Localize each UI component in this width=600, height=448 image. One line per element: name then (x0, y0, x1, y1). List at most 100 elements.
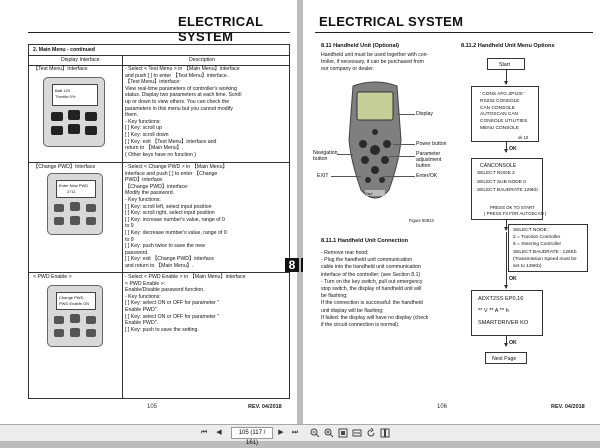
text-line: AUTOSCAN CAN (480, 112, 519, 118)
text-line: status. Display two parameters at each t… (125, 92, 242, 99)
page-number: 105 (147, 404, 158, 410)
col-header-description: Description (189, 57, 215, 63)
text-line: interface of the controller; (see Sectio… (321, 271, 421, 278)
text-line: SMARTDRIVER KO (478, 320, 529, 326)
text-line: RS232 CONSOLE (480, 98, 520, 104)
handheld-illustration: Batt 12V Throttle 0% (43, 77, 105, 147)
left-page: ELECTRICAL SYSTEM 2. Main Menu - continu… (0, 0, 297, 424)
text-line: Handheld unit must be used together with… (321, 52, 429, 58)
text-line: [ ] Key: push twice to save the new (125, 243, 205, 250)
text-line: - Select < Test Menu > in 【Main Menu】int… (125, 66, 240, 72)
zoom-in-icon[interactable] (324, 428, 334, 438)
text-line: Enable/Disable password function. (125, 287, 205, 294)
first-page-button[interactable]: ⏮ (200, 429, 208, 436)
flow-start-box: Start (487, 58, 525, 70)
callout-power-button: Power button (416, 141, 447, 147)
callout-navigation-button: Navigation (313, 150, 338, 156)
text-line: SELECT NODE 2 (477, 171, 515, 176)
text-line: If the connection is successful: the han… (321, 300, 423, 307)
viewer-toolbar: ⏮ ◀ 105 (117 / 161) ▶ ⏭ (0, 424, 600, 446)
section-title: 2. Main Menu - continued (33, 47, 95, 53)
previous-page-button[interactable]: ◀ (216, 429, 222, 436)
text-line: ** V ** A ** h (478, 308, 509, 314)
flow-ok-label: OK (509, 146, 517, 152)
row-label-test-menu: 【Test Menu】Interface (33, 66, 88, 72)
text-line: [ ] Key: select ON or OFF for parameter … (125, 300, 220, 307)
two-page-view-icon[interactable] (380, 428, 390, 438)
text-line: be flashing; (321, 293, 348, 300)
text-line: Enable PWD". (125, 307, 158, 313)
revision: REV. 04/2018 (248, 404, 282, 410)
handheld-unit-illustration (348, 81, 402, 199)
callout-parameter-button: Parameter (416, 151, 441, 157)
flow-ok-label: OK (509, 276, 517, 282)
text-line: < PWD Enable >: (125, 280, 166, 287)
text-line: interface and push [ ] to enter 【Change (125, 170, 218, 177)
text-line: stop switch, the display of handheld uni… (321, 286, 422, 292)
text-line: [ ] Key: scroll down (125, 132, 169, 138)
section-heading: 8.11.2 Handheld Unit Menu Options (461, 43, 555, 49)
last-page-button[interactable]: ⏭ (291, 429, 299, 436)
device-brand: Zapi (365, 192, 373, 196)
text-line: and return to 【Main Menu】. (125, 263, 194, 269)
text-line: 【Change PWD】interface: (125, 183, 189, 190)
text-line: SELECT BAUDRATE 125Kb (477, 188, 538, 193)
title-rule (315, 32, 593, 33)
text-line: ' CONS AFG ZP100 ' (480, 92, 525, 97)
callout-enter-ok: Enter/OK (416, 173, 438, 179)
text-line: - Select < PWD Enable > in 【Main Menu】in… (125, 274, 246, 280)
text-line: parameters in this menu but you cannot m… (125, 105, 233, 112)
text-line: [ ] Key: push to save the setting. (125, 326, 199, 333)
text-line: - Turn on the key switch, pull out emerg… (321, 278, 423, 285)
text-line: CAN CONSOLE (480, 105, 515, 111)
text-line: up or down to view others. You can check… (125, 99, 230, 105)
text-line: - Key functions: (125, 197, 161, 203)
text-line: (Transmission Speed must be (513, 256, 577, 262)
col-header-display: Display Interface (61, 57, 100, 63)
text-line: unit display will be flashing; (321, 307, 384, 314)
text-line: them. (125, 112, 138, 119)
chapter-tab: 8 (285, 258, 299, 272)
text-line: [ ] Key: scroll left, select input posit… (125, 203, 212, 210)
text-line: to 9 (125, 236, 134, 243)
text-line: cable into the handheld unit communicati… (321, 264, 421, 271)
text-line: 【Test Menu】interface: (125, 79, 181, 86)
text-line: SELECT SUB NODE 0 (477, 179, 526, 185)
text-line: return to 【Main Menu】. (125, 145, 184, 152)
text-line: - Key functions: (125, 118, 161, 125)
text-line: MENU CONSOLE (480, 126, 519, 131)
section-heading: 8.11.1 Handheld Unit Connection (321, 238, 409, 244)
right-page: ELECTRICAL SYSTEM 8.11 Handheld Unit (Op… (303, 0, 600, 424)
menu-table: 2. Main Menu - continued Display Interfa… (28, 44, 290, 399)
next-page-button[interactable]: ▶ (278, 429, 284, 436)
text-line: if the circuit connection is normal). (321, 322, 400, 328)
zoom-out-icon[interactable] (310, 428, 320, 438)
text-line: to 9 (125, 223, 134, 230)
text-line: [ ] Key: decrease number's value, range … (125, 230, 227, 236)
handheld-illustration: Enter New PWD 2711 (47, 173, 103, 235)
revision: REV. 04/2018 (551, 404, 585, 410)
callout-exit: EXIT (317, 173, 329, 179)
text-line: [ ] Key: exit 【Change PWD】interface (125, 256, 215, 263)
text-line: [ ] Key: scroll up (125, 125, 162, 132)
text-line: [ ] Key: exit 【Test Menu】interface and (125, 138, 217, 145)
callout-display: Display (416, 111, 434, 117)
flow-next-page-box: Next Page (485, 352, 527, 364)
text-line: [ ] Key: scroll right, select input posi… (125, 210, 215, 217)
page-number-field[interactable]: 105 (117 / 161) (231, 427, 273, 446)
fit-page-icon[interactable] (338, 428, 348, 438)
page-number: 106 (437, 404, 448, 410)
title-rule (28, 32, 290, 33)
text-line: and push [ ] to enter 【Test Menu】interfa… (125, 72, 229, 79)
rotate-icon[interactable] (366, 428, 376, 438)
fit-width-icon[interactable] (352, 428, 362, 438)
text-line: Enable PWD". (125, 320, 158, 327)
handheld-illustration: Change PWD PWD Enable ON (47, 285, 103, 347)
text-line: SELECT BAUDRATE : 125Kb (513, 249, 577, 255)
text-line: ADXT2SS EP0.16 (478, 296, 524, 302)
text-line: View real-time parameters of controller'… (125, 85, 237, 92)
text-line: - Key functions: (125, 293, 161, 300)
